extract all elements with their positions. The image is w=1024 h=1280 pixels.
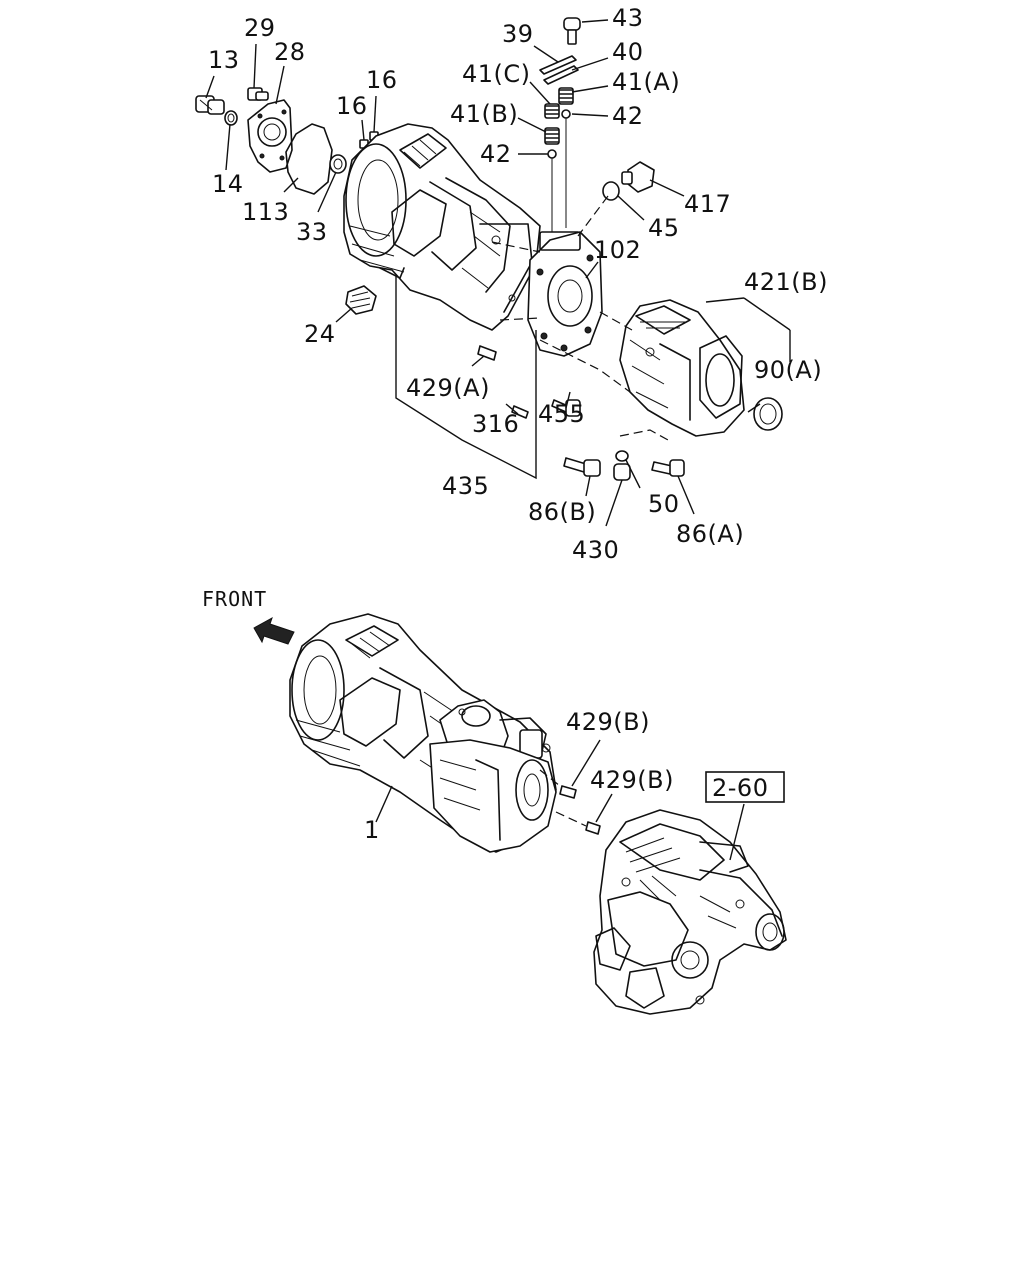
part-429b-pin-upper [559, 785, 577, 799]
part-430-plug [613, 463, 631, 481]
dash-line-1 [491, 241, 541, 253]
part-50-washer [615, 450, 629, 462]
label-14: 14 [212, 170, 244, 198]
transfer-case-assembly [593, 809, 787, 1015]
label-1: 1 [364, 816, 380, 844]
label-455: 455 [538, 400, 585, 428]
part-417-plug [621, 161, 655, 193]
part-24-block [345, 285, 377, 315]
label-41b: 41(B) [450, 100, 518, 128]
label-24: 24 [304, 320, 336, 348]
label-40: 40 [612, 38, 644, 66]
part-40-rod [543, 65, 579, 85]
part-41b-spring [544, 127, 560, 145]
bracket-435 [395, 276, 537, 480]
label-ref-2-60[interactable]: 2-60 [712, 774, 768, 802]
label-28: 28 [274, 38, 306, 66]
label-16-a: 16 [366, 66, 398, 94]
part-421b-extension-case [619, 299, 745, 437]
part-41c-spring [544, 103, 560, 119]
front-arrow-icon [253, 616, 295, 645]
dash-line-2 [577, 195, 609, 237]
label-39: 39 [502, 20, 534, 48]
label-13: 13 [208, 46, 240, 74]
label-113: 113 [242, 198, 289, 226]
label-43: 43 [612, 4, 644, 32]
label-42-left: 42 [480, 140, 512, 168]
part-29-bolt [247, 87, 269, 101]
dash-line-6 [619, 429, 669, 441]
transmission-assembly-bottom [289, 613, 557, 853]
label-16-b: 16 [336, 92, 368, 120]
part-86b-bolt [563, 457, 601, 477]
leader-lines-bottom [375, 739, 745, 861]
dash-line-5 [599, 311, 633, 331]
part-33-seal [329, 154, 347, 174]
part-41a-spring [558, 87, 574, 105]
label-86b: 86(B) [528, 498, 596, 526]
label-41c: 41(C) [462, 60, 531, 88]
label-42-right: 42 [612, 102, 644, 130]
label-45: 45 [648, 214, 680, 242]
label-33: 33 [296, 218, 328, 246]
part-90a-seal [753, 397, 783, 431]
label-86a: 86(A) [676, 520, 744, 548]
part-28-cover [247, 99, 293, 173]
part-429a-pin [477, 345, 497, 361]
part-102-plate [527, 231, 603, 357]
label-435: 435 [442, 472, 489, 500]
reference-box-2-60[interactable] [705, 771, 785, 803]
label-429b-lower: 429(B) [590, 766, 674, 794]
label-41a: 41(A) [612, 68, 680, 96]
label-316: 316 [472, 410, 519, 438]
label-429b-upper: 429(B) [566, 708, 650, 736]
part-429b-pin-lower [585, 821, 601, 835]
leader-lines-top [205, 19, 791, 527]
dash-line-4 [539, 339, 631, 393]
label-417: 417 [684, 190, 731, 218]
part-455-bolt [551, 399, 581, 417]
label-29: 29 [244, 14, 276, 42]
label-102: 102 [594, 236, 641, 264]
dash-line-3 [499, 317, 541, 321]
label-430: 430 [572, 536, 619, 564]
part-labels: 13 14 29 28 113 33 16 16 24 39 43 40 41(… [202, 4, 828, 844]
part-39-spring [539, 55, 577, 75]
transmission-case-top [343, 123, 541, 331]
dash-line-7 [539, 769, 561, 787]
part-13-plug [195, 95, 225, 115]
label-429a: 429(A) [406, 374, 490, 402]
dash-line-8 [555, 811, 587, 827]
part-45-oring [602, 181, 620, 201]
label-90a: 90(A) [754, 356, 822, 384]
label-421b: 421(B) [744, 268, 828, 296]
part-43-bolt [563, 17, 581, 45]
part-86a-bolt [651, 459, 685, 477]
label-front: FRONT [202, 587, 267, 611]
label-50: 50 [648, 490, 680, 518]
part-14-washer [224, 110, 238, 126]
